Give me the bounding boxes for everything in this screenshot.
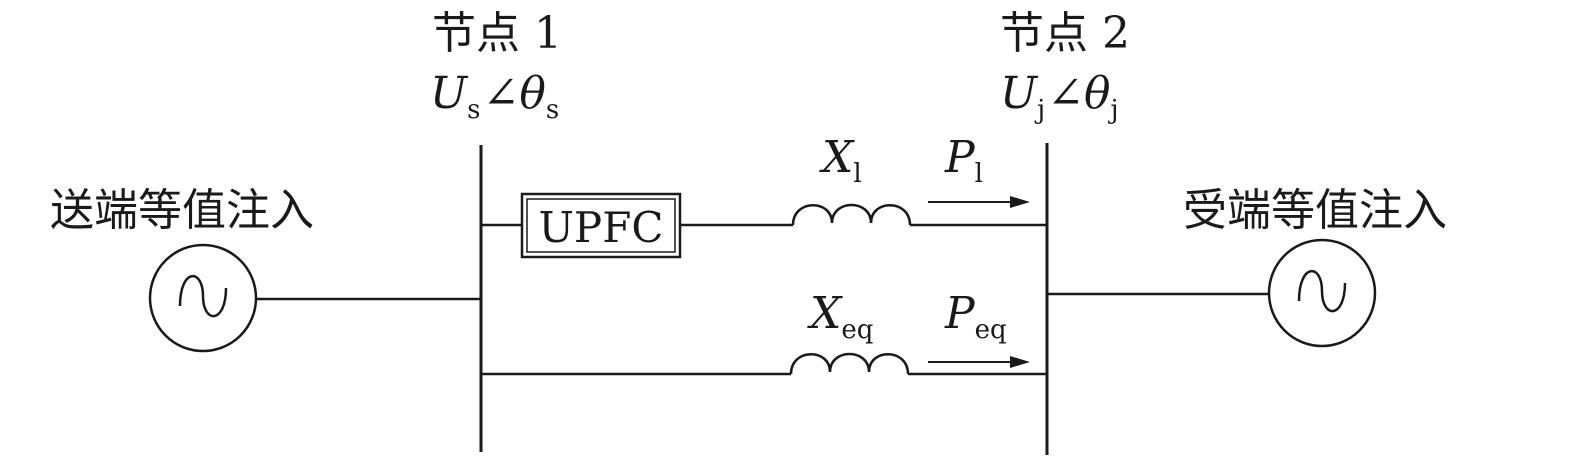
receiving-source-icon: [1267, 238, 1377, 348]
node1-angle-symbol: θ: [519, 68, 546, 119]
node2-voltage-label: Uj∠θj: [1000, 68, 1119, 125]
upfc-label: UPFC: [539, 203, 664, 252]
line-eq-reactance-label: Xeq: [807, 288, 873, 345]
line1-power-arrow-icon: [928, 196, 1030, 208]
node1-voltage-sub: s: [467, 95, 480, 125]
upfc-box: UPFC: [520, 192, 682, 259]
line-eq-power-sub: eq: [975, 315, 1007, 345]
line1-power-symbol: P: [944, 132, 976, 183]
line-eq-reactance-symbol: X: [807, 288, 843, 339]
line-eq-inductor-icon: [789, 352, 910, 375]
line-eq-reactance-sub: eq: [841, 315, 873, 345]
receiving-source-label: 受端等值注入: [1183, 185, 1447, 236]
node1-voltage-symbol: U: [430, 68, 469, 119]
line-eq-power-arrow-icon: [928, 356, 1030, 368]
node1-angle-sign: ∠: [482, 68, 519, 119]
sending-source-icon: [148, 243, 258, 353]
line1-reactance-symbol: X: [819, 132, 855, 183]
line-eq-power-label: Peq: [944, 288, 1007, 345]
line1-inductor-icon: [791, 203, 912, 226]
node2-angle-sub: j: [1108, 95, 1119, 125]
node2-title: 节点 2: [1000, 8, 1130, 59]
sending-source-label: 送端等值注入: [50, 185, 314, 236]
node2-voltage-sub: j: [1034, 95, 1045, 125]
node1-angle-sub: s: [546, 95, 559, 125]
line-eq-power-symbol: P: [944, 288, 976, 339]
node2-angle-symbol: θ: [1084, 68, 1111, 119]
line1-power-label: Pl: [944, 132, 983, 189]
node2-voltage-symbol: U: [1000, 68, 1039, 119]
node1-voltage-label: Us∠θs: [430, 68, 559, 125]
line1-reactance-sub: l: [853, 159, 861, 189]
line1-reactance-label: Xl: [819, 132, 862, 189]
node2-angle-sign: ∠: [1047, 68, 1084, 119]
node1-title: 节点 1: [432, 8, 562, 59]
line1-power-sub: l: [975, 159, 983, 189]
